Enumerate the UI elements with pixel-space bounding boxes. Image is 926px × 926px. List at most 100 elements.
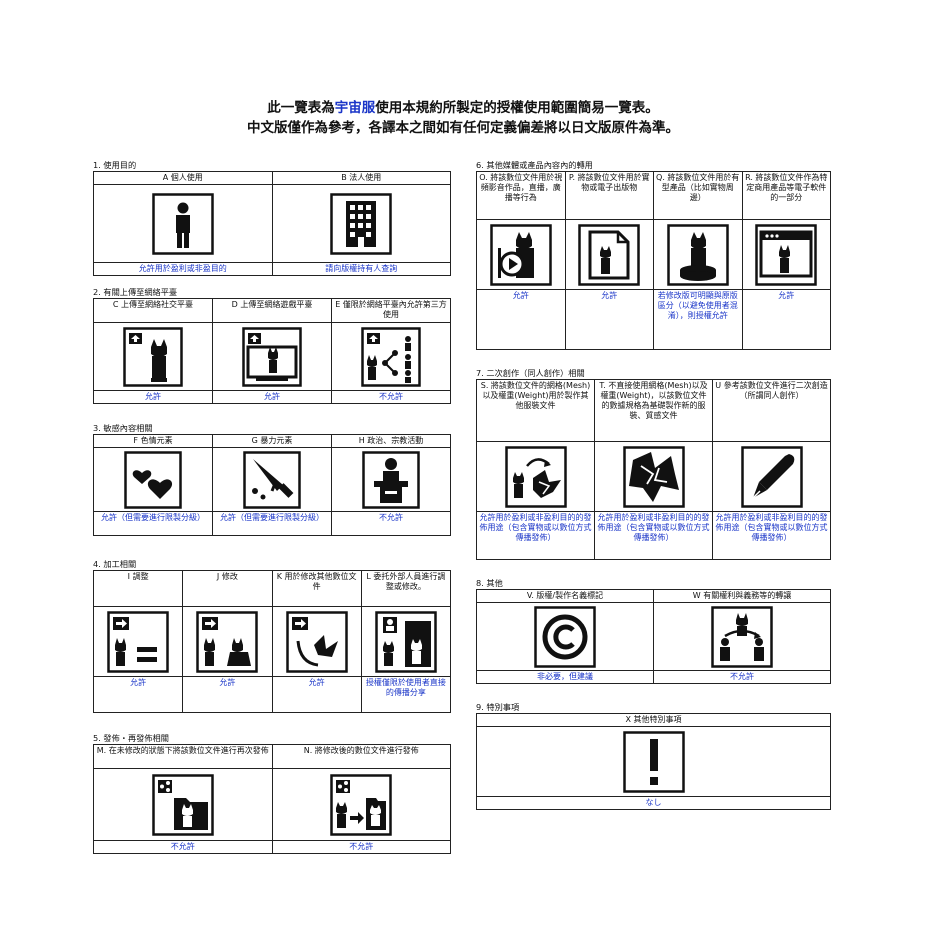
pen-icon [740, 445, 803, 508]
section-usage-purpose: 1. 使用目的 A 個人使用 B 法人使用 允許用於盈利或非盈目的 請向版權持有… [93, 160, 451, 276]
section-media-reuse: 6. 其他媒體或產品內容內的轉用 O. 將該數位文件用於視頻影音作品，直播，廣播… [476, 160, 831, 350]
item-status: 允許 [212, 390, 332, 404]
item-status: 允許用於盈利或非盈目的 [93, 262, 273, 276]
hearts-icon [124, 450, 182, 509]
section-processing: 4. 加工相關 I 調整 J 修改 K 用於修改其他數位文件 L 委托外部人員進… [92, 559, 452, 713]
license-table: X 其他特別事項 なし [476, 713, 831, 810]
license-table: O. 將該數位文件用於視頻影音作品，直播，廣播等行為 P. 將該數位文件用於實物… [476, 171, 831, 350]
section-heading: 2. 有關上傳至網絡平臺 [93, 287, 178, 297]
item-label: L 委托外部人員進行調整或修改。 [360, 570, 452, 607]
item-status: 允許用於盈利或非盈利目的的發佈用途（包含實物或以數位方式傳播發佈） [712, 511, 831, 560]
item-label: X 其他特別事項 [476, 713, 831, 727]
person-icon [152, 192, 214, 255]
third-party-icon [361, 326, 421, 387]
item-label: W 有關權利與義務等的轉讓 [653, 589, 831, 603]
item-status: 允許（但需要進行限製分級） [93, 511, 213, 536]
video-icon [490, 223, 552, 286]
section-special-notes: 9. 特別事項 X 其他特別事項 なし [476, 702, 831, 810]
item-status: 請向版權持有人查詢 [271, 262, 451, 276]
item-status: 允許 [182, 676, 273, 713]
item-status: 允許 [564, 289, 654, 350]
item-label: V. 版權/製作名義標記 [476, 589, 654, 603]
section-redistribution: 5. 發佈・再發佈相關 M. 在未修改的狀態下將該數位文件進行再次發佈 N. 將… [93, 733, 451, 854]
item-status: 允許 [741, 289, 831, 350]
title-product-name: 宇宙服 [334, 100, 376, 116]
item-status: 允許 [92, 676, 184, 713]
game-upload-icon [242, 326, 302, 387]
building-icon [330, 192, 392, 255]
item-status: 允許 [476, 289, 566, 350]
item-label: N. 將修改後的數位文件進行發佈 [271, 744, 451, 769]
license-table: I 調整 J 修改 K 用於修改其他數位文件 L 委托外部人員進行調整或修改。 … [92, 570, 452, 713]
item-status: 允許 [93, 390, 213, 404]
item-label: F 色情元素 [93, 434, 213, 448]
modify-icon [196, 610, 259, 673]
copyright-icon [534, 605, 596, 668]
redistribute-icon [152, 773, 214, 836]
section-heading: 5. 發佈・再發佈相關 [93, 733, 169, 743]
item-label: K 用於修改其他數位文件 [271, 570, 362, 607]
title-pre: 此一覽表為 [267, 100, 335, 116]
transfer-icon [711, 605, 773, 668]
license-table: V. 版權/製作名義標記 W 有關權利與義務等的轉讓 非必要，但建議 不允許 [476, 589, 831, 684]
item-label: C 上傳至網絡社交平臺 [93, 298, 213, 323]
item-label: R. 將該數位文件作為特定商用產品等電子軟件的一部分 [741, 171, 831, 220]
item-status: 授權僅限於使用者直接的傳播分享 [360, 676, 452, 713]
section-heading: 7. 二次創作（同人創作）相關 [476, 368, 585, 378]
section-other: 8. 其他 V. 版權/製作名義標記 W 有關權利與義務等的轉讓 非必要，但建議… [476, 578, 831, 684]
adjust-icon [107, 610, 169, 673]
license-table: M. 在未修改的狀態下將該數位文件進行再次發佈 N. 將修改後的數位文件進行發佈… [93, 744, 451, 854]
section-heading: 1. 使用目的 [93, 160, 137, 170]
license-table: F 色情元素 G 暴力元素 H 政治、宗教活動 允許（但需要進行限製分級） 允許… [93, 434, 451, 536]
software-icon [755, 223, 817, 286]
publication-icon [578, 223, 640, 286]
redistribute-modified-icon [330, 773, 392, 836]
knife-icon [243, 450, 301, 509]
item-status: 不允許 [653, 670, 831, 684]
section-heading: 9. 特別事項 [476, 702, 520, 712]
item-status: 允許（但需要進行限製分級） [212, 511, 332, 536]
mesh-reference-icon [622, 445, 685, 508]
page-title-line2: 中文版僅作為參考，各譯本之間如有任何定義偏差將以日文版原件為準。 [247, 120, 679, 136]
item-label: S. 將該數位文件的網格(Mesh)以及權重(Weight)用於製作其他服裝文件 [476, 379, 595, 442]
podium-icon [362, 450, 420, 509]
section-heading: 6. 其他媒體或產品內容內的轉用 [476, 160, 593, 170]
item-status: 允許用於盈利或非盈利目的的發佈用途（包含實物或以數位方式傳播發佈） [594, 511, 713, 560]
page-title-line1: 此一覽表為宇宙服使用本規約所製定的授權使用範圍簡易一覽表。 [0, 96, 926, 116]
item-label: J 修改 [182, 570, 273, 607]
item-label: B 法人使用 [271, 171, 451, 185]
item-label: E 僅限於網絡平臺內允許第三方使用 [331, 298, 451, 323]
reuse-parts-icon [285, 610, 348, 673]
exclamation-icon [622, 730, 685, 793]
item-label: P. 將該數位文件用於實物或電子出版物 [564, 171, 654, 220]
item-label: G 暴力元素 [212, 434, 332, 448]
outsource-icon [375, 610, 437, 673]
item-status: 允許用於盈利或非盈利目的的發佈用途（包含實物或以數位方式傳播發佈） [476, 511, 595, 560]
section-heading: 8. 其他 [476, 578, 503, 588]
item-label: U 參考該數位文件進行二次創造（所謂同人創作） [712, 379, 831, 442]
license-table: A 個人使用 B 法人使用 允許用於盈利或非盈目的 請向版權持有人查詢 [93, 171, 451, 276]
item-label: Q. 將該數位文件用於有型產品（比如實物周邊） [653, 171, 743, 220]
section-derivative-works: 7. 二次創作（同人創作）相關 S. 將該數位文件的網格(Mesh)以及權重(W… [476, 368, 831, 560]
item-status: 不允許 [271, 840, 451, 854]
item-status: なし [476, 796, 831, 810]
item-label: O. 將該數位文件用於視頻影音作品，直播，廣播等行為 [476, 171, 566, 220]
item-status: 不允許 [331, 390, 451, 404]
mesh-reuse-icon [504, 445, 567, 508]
section-heading: 4. 加工相關 [93, 559, 137, 569]
license-table: C 上傳至網絡社交平臺 D 上傳至網絡遊戲平臺 E 僅限於網絡平臺內允許第三方使… [93, 298, 451, 404]
item-status: 不允許 [331, 511, 451, 536]
item-label: A 個人使用 [93, 171, 273, 185]
item-status: 若修改版可明顯與原版區分（以避免使用者混淆），則授權允許 [653, 289, 743, 350]
item-label: T. 不直接使用網格(Mesh)以及權重(Weight)，以該數位文件的數據規格… [594, 379, 713, 442]
social-upload-icon [123, 326, 183, 387]
item-status: 不允許 [93, 840, 273, 854]
item-label: D 上傳至網絡遊戲平臺 [212, 298, 332, 323]
item-label: M. 在未修改的狀態下將該數位文件進行再次發佈 [93, 744, 273, 769]
item-status: 非必要，但建議 [476, 670, 654, 684]
item-status: 允許 [271, 676, 362, 713]
item-label: I 調整 [92, 570, 184, 607]
section-upload-platform: 2. 有關上傳至網絡平臺 C 上傳至網絡社交平臺 D 上傳至網絡遊戲平臺 E 僅… [93, 287, 451, 404]
title-post: 使用本規約所製定的授權使用範圍簡易一覽表。 [375, 100, 659, 116]
section-sensitive-content: 3. 敏感內容相關 F 色情元素 G 暴力元素 H 政治、宗教活動 允許（但需要… [93, 423, 451, 536]
